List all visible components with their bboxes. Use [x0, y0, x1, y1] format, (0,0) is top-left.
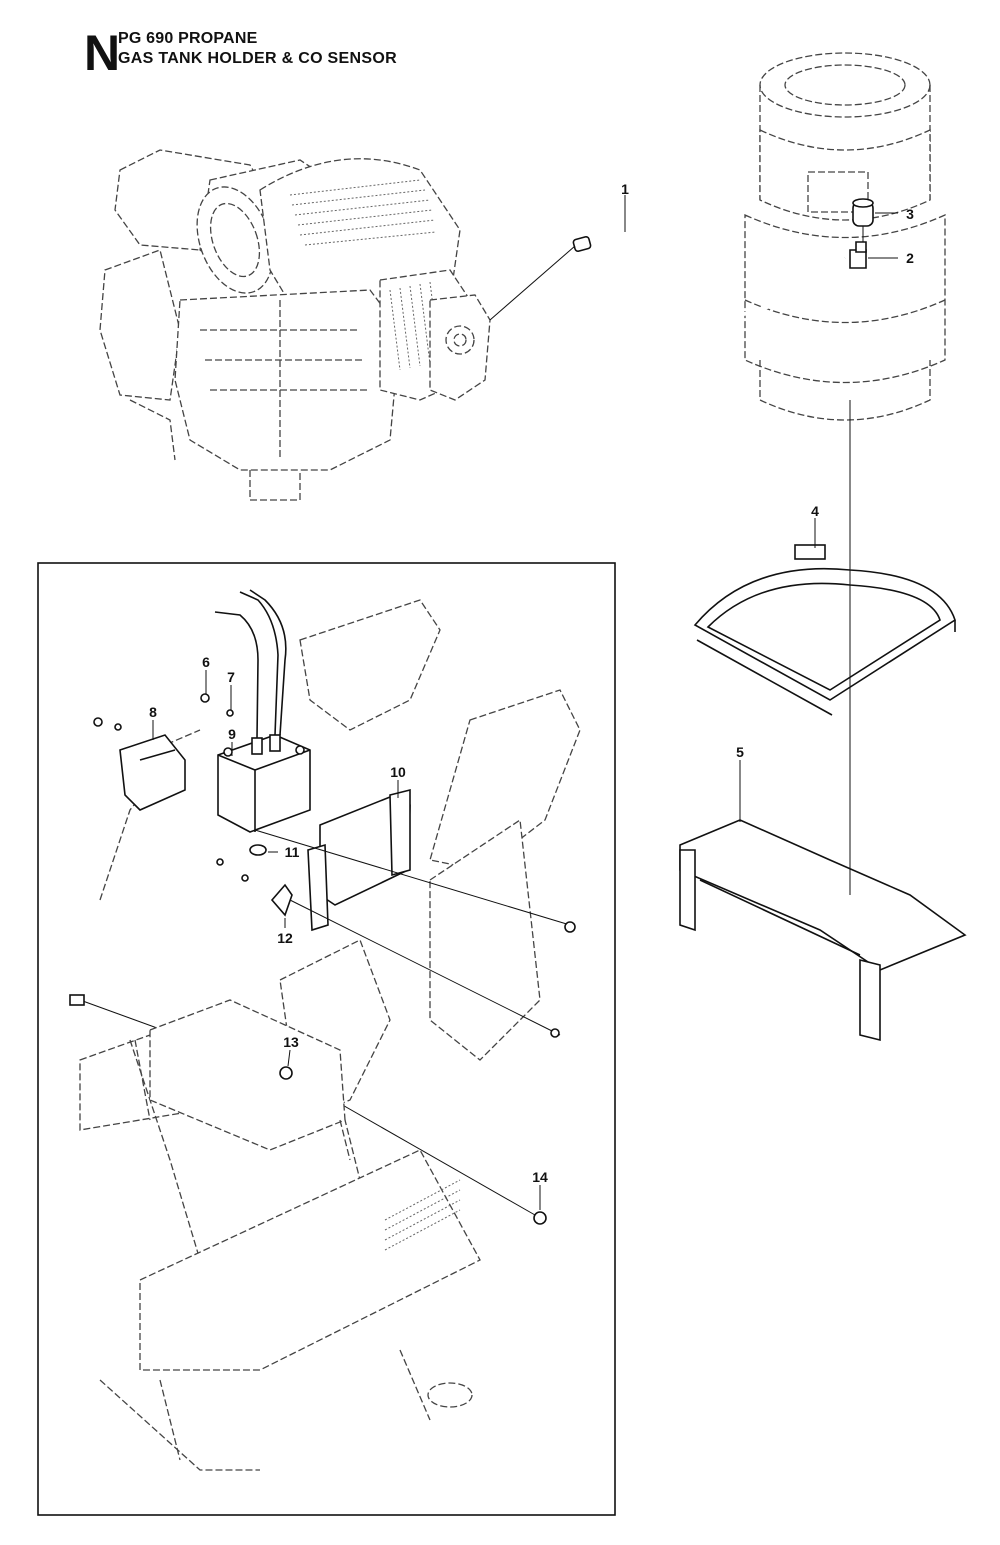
tank-mount-bracket[interactable] — [679, 819, 967, 1042]
tank-holder-ring[interactable] — [693, 544, 956, 716]
callout-leaders — [152, 195, 898, 1210]
diagram-subtitle: GAS TANK HOLDER & CO SENSOR — [118, 50, 397, 67]
sensor-cover-bracket[interactable] — [93, 717, 186, 811]
callout-2: 2 — [906, 250, 914, 266]
callout-6: 6 — [202, 654, 210, 670]
detail-inset-frame — [37, 562, 616, 1516]
nut-6[interactable] — [200, 693, 210, 703]
sensor-mount-bracket[interactable] — [307, 788, 411, 932]
bolt-head — [69, 994, 85, 1006]
callout-7: 7 — [227, 669, 235, 685]
callout-9: 9 — [228, 726, 236, 742]
sensor-clip[interactable] — [216, 858, 293, 917]
regulator-cap[interactable] — [852, 198, 874, 242]
engine-illustration — [99, 149, 491, 501]
diagram-title: PG 690 PROPANE — [118, 30, 258, 47]
callout-11: 11 — [285, 844, 300, 860]
callout-13: 13 — [283, 1034, 299, 1050]
callout-14: 14 — [532, 1169, 548, 1185]
callout-4: 4 — [811, 503, 819, 519]
bolt-axis-end — [564, 921, 576, 933]
callout-5: 5 — [736, 744, 744, 760]
washer-axis-end — [550, 1028, 560, 1038]
sensor-grommet[interactable] — [249, 844, 267, 856]
co-sensor-module[interactable] — [214, 589, 311, 833]
callout-10: 10 — [390, 764, 406, 780]
section-letter: N — [84, 25, 121, 81]
inset-tank-bracket — [134, 999, 351, 1161]
callout-3: 3 — [906, 206, 914, 222]
nut-13[interactable] — [279, 1066, 293, 1080]
gas-hose[interactable] — [489, 234, 847, 321]
bolt-14[interactable] — [533, 1211, 547, 1225]
callout-12: 12 — [277, 930, 293, 946]
washer-7[interactable] — [226, 709, 234, 717]
callout-8: 8 — [149, 704, 157, 720]
propane-tank-illustration — [744, 52, 946, 421]
callout-1: 1 — [621, 181, 629, 197]
elbow-fitting[interactable] — [849, 241, 867, 269]
